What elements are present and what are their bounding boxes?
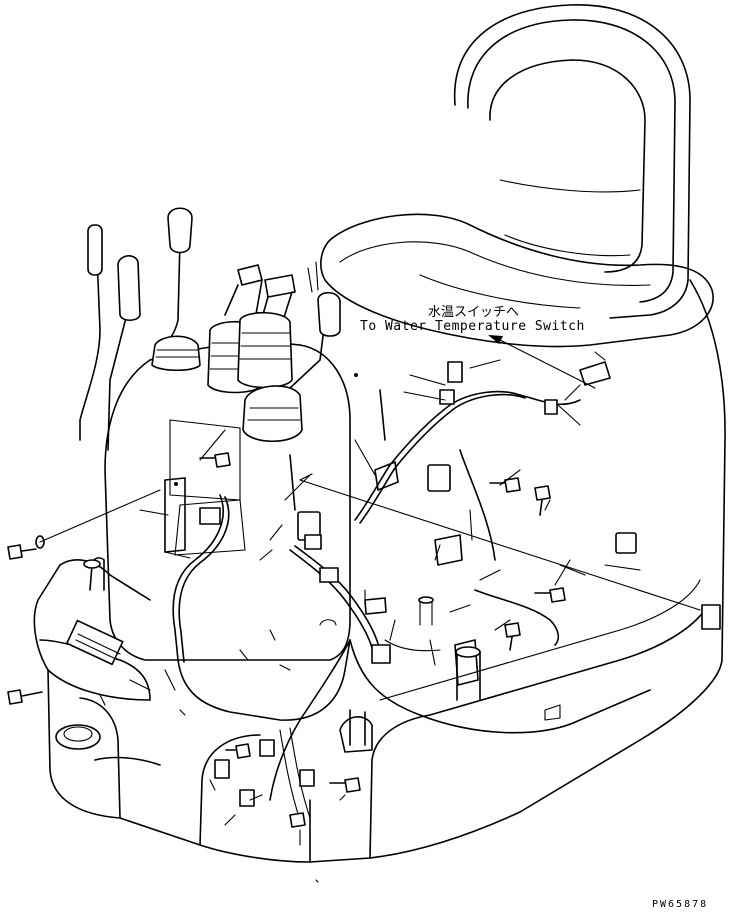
connectors (66, 361, 721, 807)
travel-levers (79, 207, 201, 451)
callout-label-japanese: 水温スイッチへ (428, 305, 520, 320)
joystick (207, 264, 341, 442)
floor-frame (33, 279, 726, 863)
bolts (7, 452, 566, 828)
wire-harness (39, 390, 651, 821)
callout-label-english: To Water Temperature Switch (360, 319, 585, 334)
operator-seat (453, 4, 691, 319)
drawing-code: PW65878 (652, 899, 709, 910)
small-marks (174, 261, 561, 721)
seat-cushion (320, 213, 714, 348)
floor-posts (179, 596, 481, 791)
leader-lines (39, 351, 701, 883)
callout-arrow (488, 335, 596, 389)
brackets (164, 361, 611, 753)
